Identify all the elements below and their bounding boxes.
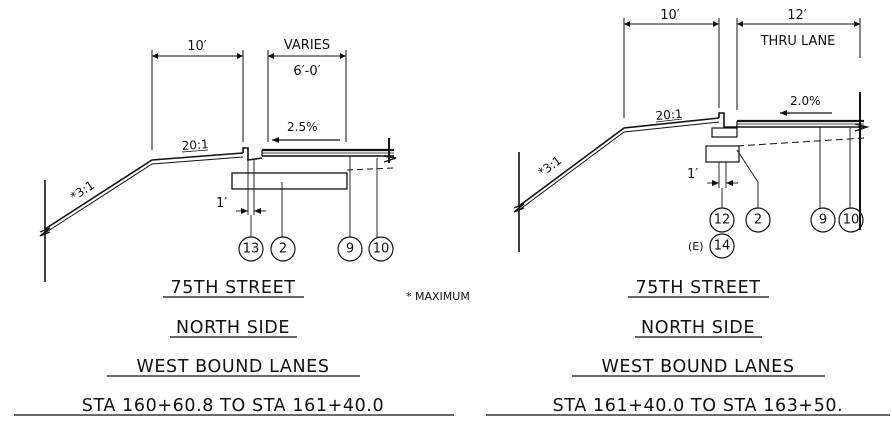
cross-slope-indicator: 2.0% (780, 94, 832, 116)
right-limit-line (383, 138, 397, 163)
cross-slope-label: 2.0% (790, 94, 821, 108)
curb (718, 112, 737, 128)
dimension-sidewalk-width: 10′ (151, 39, 244, 150)
side-slope-line-inner (518, 121, 720, 211)
subgrade-dashed-line (346, 167, 395, 171)
dimension-right: VARIES 6′-0′ (267, 38, 347, 142)
svg-text:9: 9 (819, 213, 827, 228)
svg-text:13: 13 (243, 242, 260, 257)
title-side: NORTH SIDE (641, 318, 755, 338)
base-course-blocks (705, 127, 740, 163)
dimension-thru-lane: 12′ THRU LANE (736, 8, 861, 110)
offset-label: 1′ (216, 196, 227, 211)
subgrade-dashed-line (736, 137, 865, 147)
title-street: 75TH STREET (635, 278, 760, 298)
side-slope-line (518, 117, 720, 207)
pavement (261, 148, 394, 157)
section-right: 10′ 12′ THRU LANE 20:1 *3:1 2.0% 1′ (486, 8, 890, 416)
callout-10: 10 (368, 236, 394, 262)
sidewalk-slope-label: 20:1 (181, 137, 209, 153)
pavement (736, 119, 864, 128)
callout-2: 2 (270, 236, 296, 262)
curb (242, 147, 263, 161)
thru-lane-label: THRU LANE (760, 34, 836, 49)
title-side: NORTH SIDE (176, 318, 290, 338)
side-slope-line (44, 152, 244, 230)
section-right-title: 75TH STREET NORTH SIDE WEST BOUND LANES … (486, 278, 890, 416)
svg-text:2: 2 (754, 213, 762, 228)
dimension-sidewalk-width: 10′ (623, 8, 720, 118)
varies-label: VARIES (284, 38, 330, 53)
section-left-title: 75TH STREET NORTH SIDE WEST BOUND LANES … (14, 278, 454, 416)
left-limit-line (513, 152, 525, 252)
offset-label: 1′ (687, 167, 698, 182)
callout-9: 9 (810, 207, 836, 233)
callout-leaders (721, 127, 851, 208)
title-station: STA 160+60.8 TO STA 161+40.0 (82, 396, 384, 416)
cross-slope-indicator: 2.5% (272, 120, 340, 143)
callout-leaders (250, 156, 378, 237)
svg-text:2: 2 (279, 242, 287, 257)
existing-prefix: (E) (688, 240, 704, 253)
lane-width-label: 12′ (787, 8, 807, 23)
svg-text:10: 10 (373, 242, 390, 257)
sidewalk-width-label: 10′ (660, 8, 680, 23)
offset-dimension: 1′ (687, 162, 738, 188)
callout-10: 10 (838, 207, 864, 233)
title-station: STA 161+40.0 TO STA 163+50. (553, 396, 844, 416)
callout-2: 2 (745, 207, 771, 233)
section-left: 10′ VARIES 6′-0′ 20:1 *3:1 2.5% 1′ (14, 38, 454, 416)
title-lanes: WEST BOUND LANES (601, 357, 794, 377)
svg-text:9: 9 (346, 242, 354, 257)
right-limit-line (854, 92, 870, 230)
side-slope-label: *3:1 (68, 178, 97, 204)
svg-text:12: 12 (714, 213, 731, 228)
callout-13: 13 (238, 236, 264, 262)
cross-slope-label: 2.5% (287, 120, 318, 134)
callout-9: 9 (337, 236, 363, 262)
left-limit-line (39, 180, 51, 282)
sidewalk-width-label: 10′ (187, 39, 207, 54)
callout-14-existing: (E) 14 (688, 233, 735, 259)
maximum-note: * MAXIMUM (406, 290, 470, 303)
svg-text:10: 10 (843, 213, 860, 228)
callout-12: 12 (709, 207, 735, 233)
offset-dimension: 1′ (216, 160, 266, 215)
title-lanes: WEST BOUND LANES (136, 357, 329, 377)
base-course-block (231, 172, 348, 190)
title-street: 75TH STREET (170, 278, 295, 298)
width-value-label: 6′-0′ (293, 64, 320, 79)
sidewalk-slope-label: 20:1 (655, 107, 683, 123)
svg-text:14: 14 (714, 239, 731, 254)
side-slope-line-inner (44, 156, 244, 234)
